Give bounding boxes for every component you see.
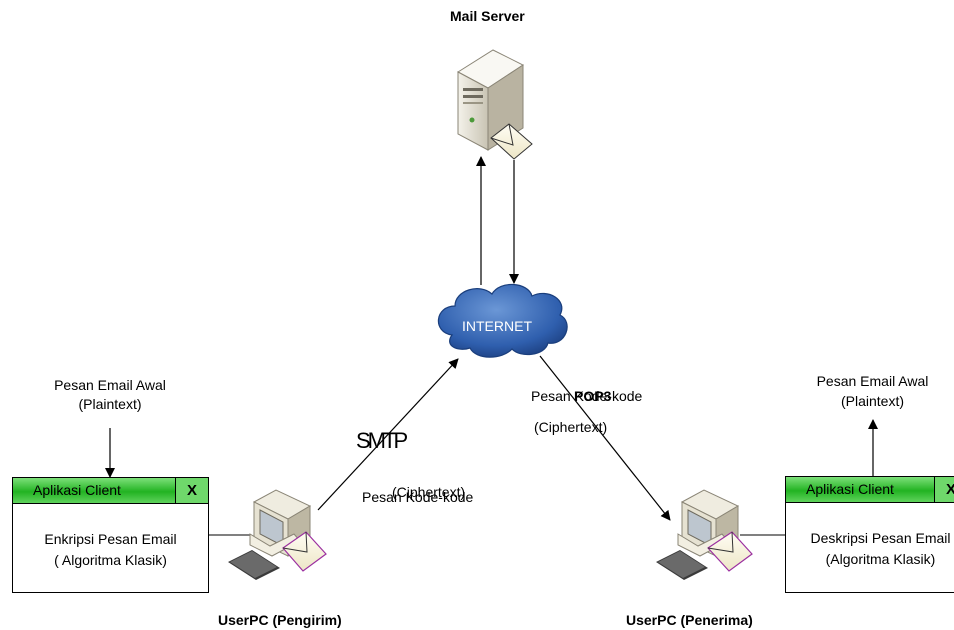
sender-client-body-line2: ( Algoritma Klasik) <box>54 552 167 568</box>
mail-server-icon <box>457 49 533 160</box>
internet-label: INTERNET <box>462 318 532 334</box>
arrow-internet-to-receiver <box>539 355 671 521</box>
envelope-icon <box>490 123 533 160</box>
sender-client-body-line1: Enkripsi Pesan Email <box>44 531 177 547</box>
smtp-message-label: Pesan Kode-kode <box>362 489 474 505</box>
sender-pc-icon <box>228 489 327 580</box>
smtp-cipher-label: (Ciphertext) <box>392 484 466 500</box>
receiver-client-body-line1: Deskripsi Pesan Email <box>810 530 951 546</box>
receiver-client-window: Aplikasi Client X Deskripsi Pesan Email … <box>785 476 954 593</box>
pop3-protocol-label: POP3 <box>574 388 612 404</box>
sender-pc-label: UserPC (Pengirim) <box>218 612 342 628</box>
receiver-plaintext-title: Pesan Email Awal <box>816 373 929 389</box>
receiver-client-title: Aplikasi Client <box>806 481 894 497</box>
sender-plaintext-title: Pesan Email Awal <box>54 377 166 393</box>
sender-client-title: Aplikasi Client <box>33 482 121 498</box>
envelope-icon <box>707 531 753 572</box>
sender-client-window: Aplikasi Client X Enkripsi Pesan Email (… <box>12 477 209 593</box>
receiver-pc-label: UserPC (Penerima) <box>626 612 753 628</box>
receiver-plaintext-subtitle: (Plaintext) <box>840 393 905 409</box>
receiver-pc-icon <box>656 489 753 580</box>
smtp-protocol-label: SMTP <box>356 428 408 453</box>
receiver-client-titlebar <box>786 477 954 503</box>
sender-plaintext-subtitle: (Plaintext) <box>78 396 142 412</box>
envelope-icon <box>282 531 327 572</box>
pop3-message-label: Pesan Kode-kode <box>531 388 643 404</box>
internet-cloud-icon <box>437 283 568 358</box>
receiver-client-close-button[interactable]: X <box>934 477 954 502</box>
mail-server-label: Mail Server <box>450 8 525 24</box>
receiver-client-body-line2: (Algoritma Klasik) <box>825 551 936 567</box>
pop3-cipher-label: (Ciphertext) <box>534 419 608 435</box>
arrow-sender-to-internet <box>317 358 459 511</box>
sender-client-close-button[interactable]: X <box>175 478 208 503</box>
